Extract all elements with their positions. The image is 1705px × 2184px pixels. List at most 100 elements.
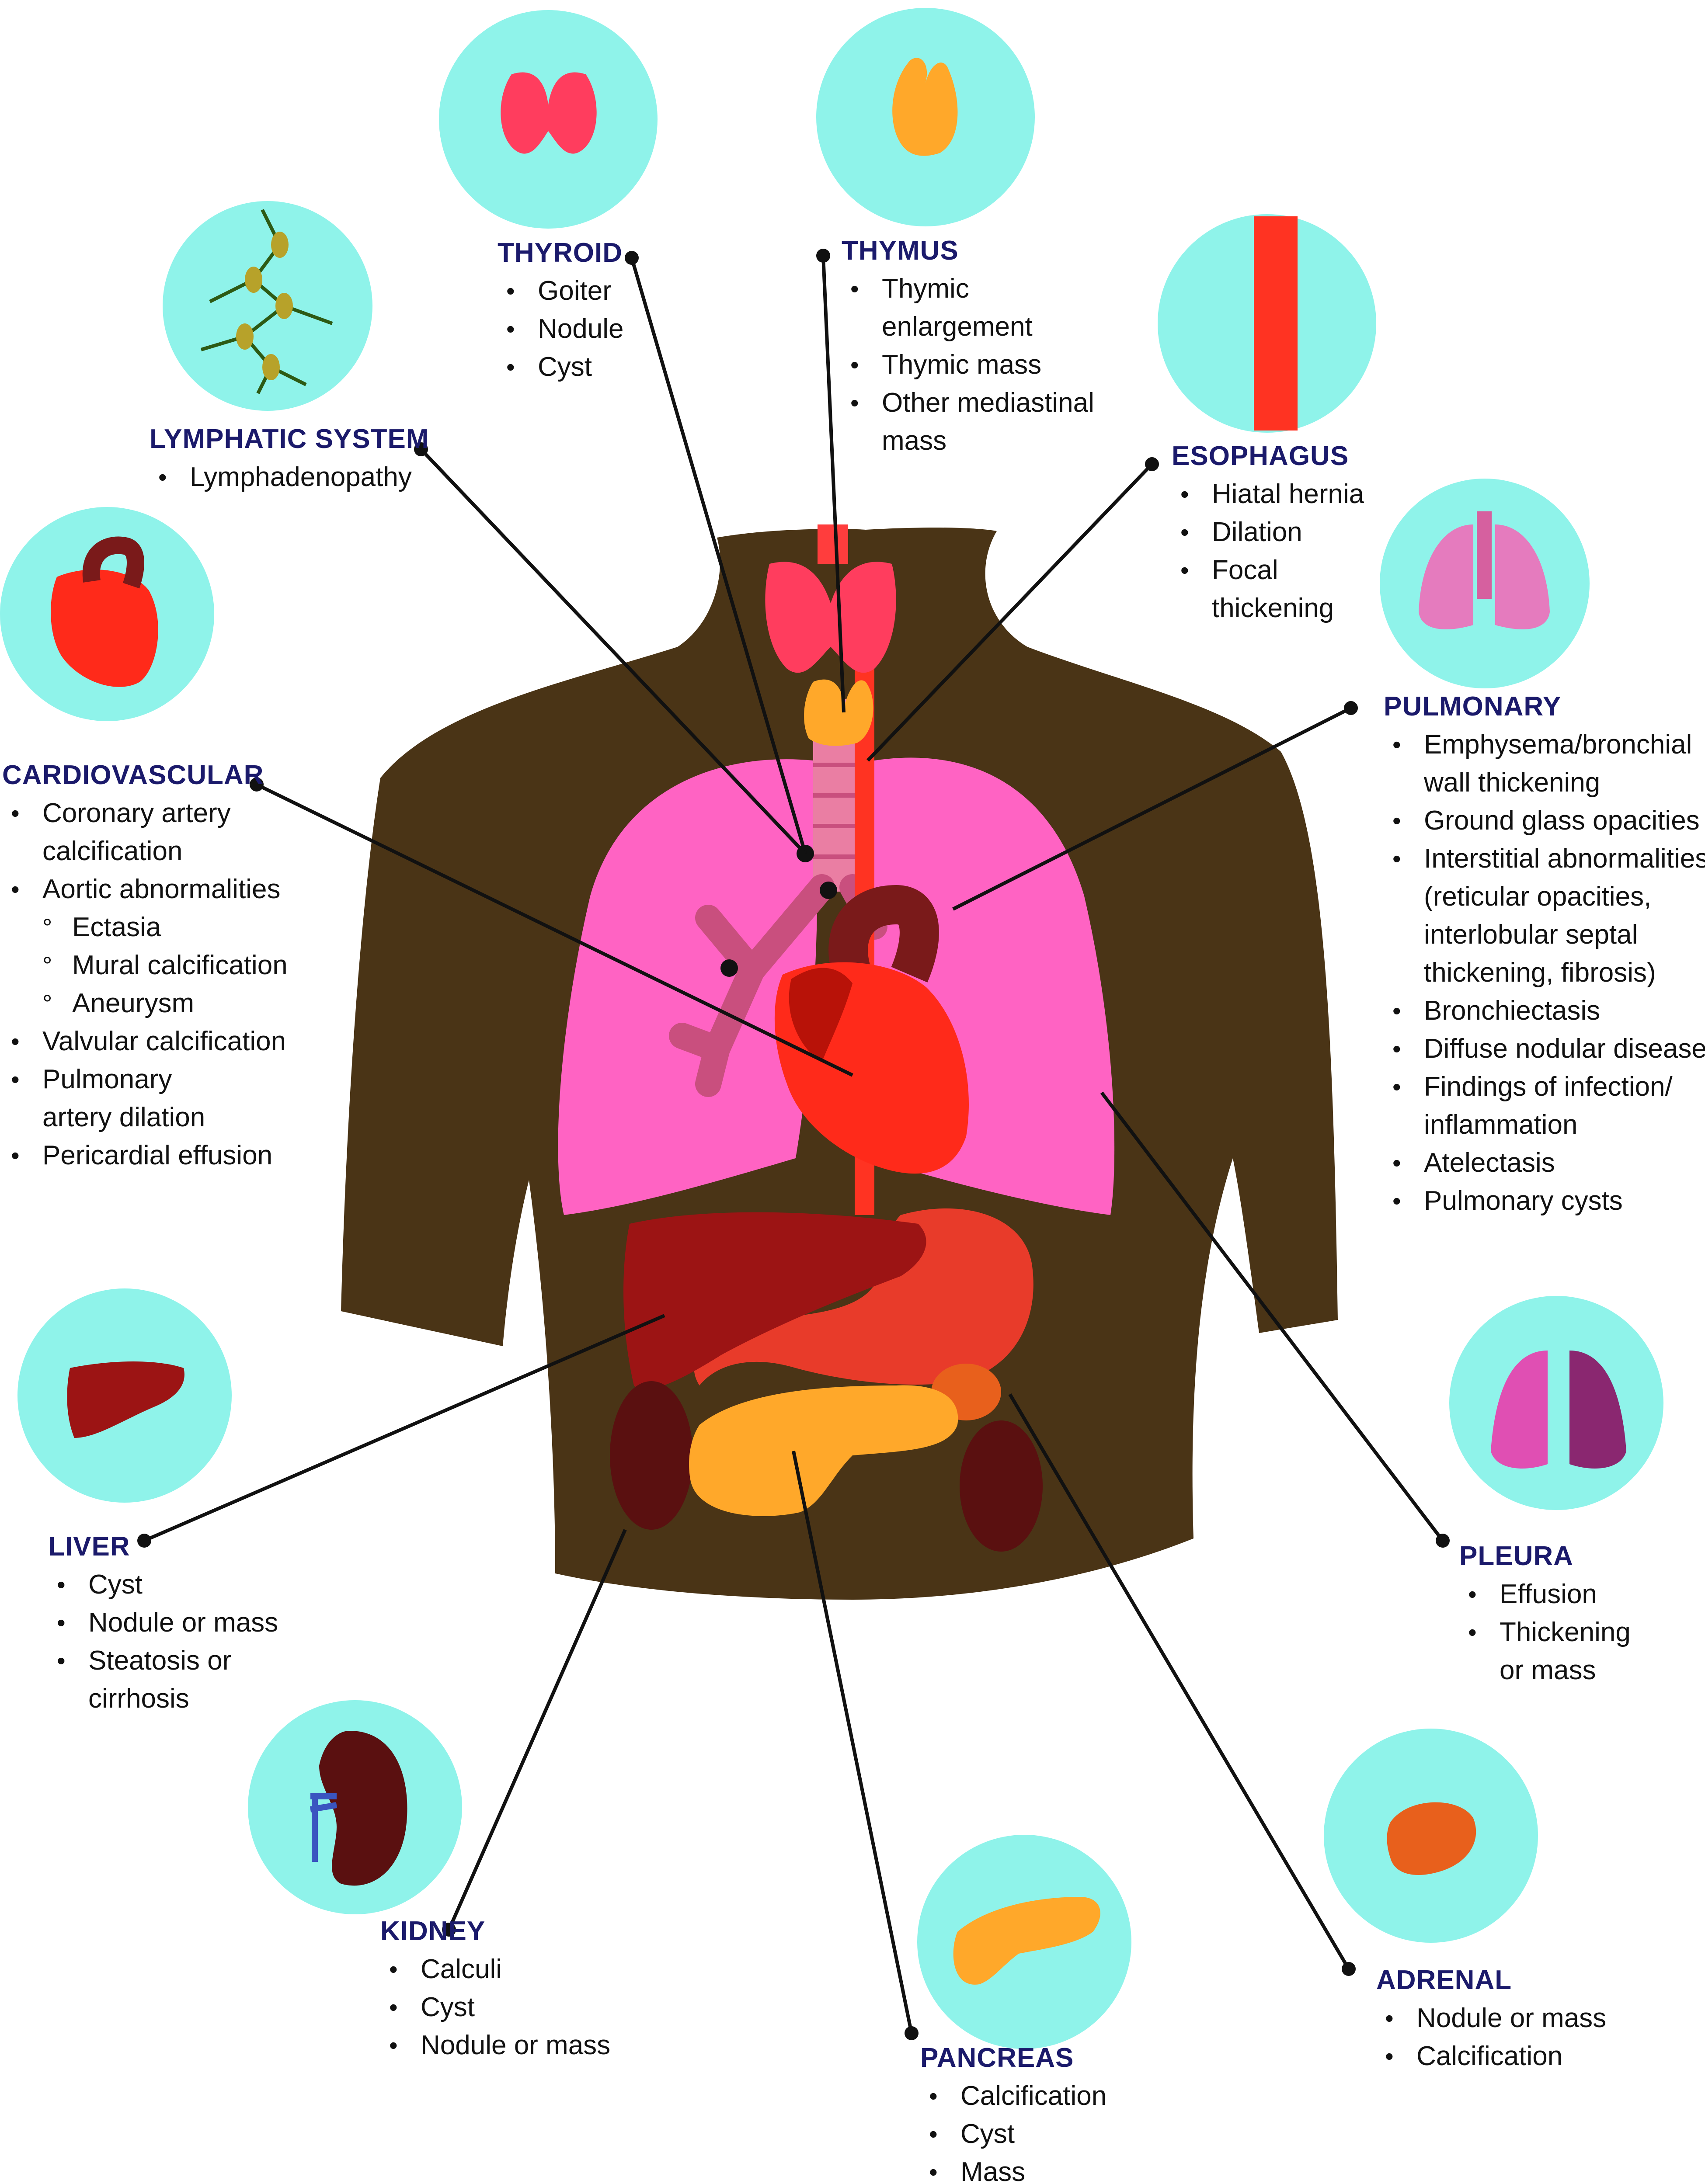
adrenal-title: ADRENAL [1376,1965,1512,1995]
sub-list-item: Aneurysm [2,984,288,1022]
list-item: Thymic [842,270,1094,308]
list-item: Diffuse nodular disease [1384,1030,1705,1068]
adrenal-label: ADRENAL Nodule or mass Calcification [1376,1963,1606,2075]
pleura-list: Effusion Thickening or mass [1459,1575,1631,1689]
pulmonary-title: PULMONARY [1384,691,1562,722]
pancreas-list: Calcification Cyst Mass [920,2077,1107,2184]
list-item-continuation: enlargement [882,312,1033,342]
stomach-shape [694,1208,1033,1385]
list-item: Nodule or mass [48,1604,278,1642]
liver-circle [17,1288,232,1503]
kidney-label: KIDNEY Calculi Cyst Nodule or mass [380,1914,610,2064]
kidney-title: KIDNEY [380,1916,486,1946]
list-item: Dilation [1172,513,1364,551]
esophagus-list: Hiatal hernia Dilation Focal thickening [1172,475,1364,627]
list-item-continuation: thickening, fibrosis) [1424,958,1656,988]
list-item: Findings of infection/ [1384,1068,1705,1106]
list-item: Other mediastinal [842,384,1094,422]
leader-lines [143,255,1444,2034]
kidney-list: Calculi Cyst Nodule or mass [380,1950,610,2064]
thyroid-title: THYROID [498,238,623,268]
list-item: Cyst [380,1988,610,2026]
list-item-continuation: mass [882,426,947,456]
pancreas-label: PANCREAS Calcification Cyst Mass [920,2041,1107,2184]
lymphatic-label: LYMPHATIC SYSTEM Lymphadenopathy [150,422,429,496]
list-item-continuation: inflammation [1424,1110,1578,1140]
liver-list: Cyst Nodule or mass Steatosis or cirrhos… [48,1566,278,1718]
list-item: Nodule or mass [1376,1999,1606,2037]
thyroid-list: Goiter Nodule Cyst [498,272,623,386]
pancreas-shape [689,1385,958,1516]
pulmonary-list: Emphysema/bronchial wall thickening Grou… [1384,726,1705,1220]
list-item: Pulmonary cysts [1384,1182,1705,1220]
heart-shadow [789,968,852,1062]
list-item: Thickening [1459,1613,1631,1651]
lymphatic-list: Lymphadenopathy [150,458,429,496]
list-item: Lymphadenopathy [150,458,429,496]
left-kidney-shape [960,1420,1043,1552]
list-item: Steatosis or [48,1642,278,1680]
pleura-title: PLEURA [1459,1541,1573,1571]
lymphatic-circle [163,201,372,411]
list-item-continuation: cirrhosis [88,1684,189,1714]
liver-shape [623,1212,926,1390]
list-item: Emphysema/bronchial [1384,726,1705,764]
list-item-continuation: calcification [42,836,183,866]
pulmonary-label: PULMONARY Emphysema/bronchial wall thick… [1384,690,1705,1220]
list-item: Coronary artery [2,794,288,832]
thymus-list: Thymic enlargement Thymic mass Other med… [842,270,1094,460]
list-item: Calcification [920,2077,1107,2115]
right-kidney-shape [610,1381,693,1530]
list-item: Hiatal hernia [1172,475,1364,513]
list-item: Atelectasis [1384,1144,1705,1182]
list-item: Aortic abnormalities [2,870,288,908]
thyroid-shape [765,562,896,673]
list-item: Calcification [1376,2037,1606,2075]
list-item: Cyst [48,1566,278,1604]
list-item-continuation: interlobular septal [1424,920,1638,950]
esophagus-title: ESOPHAGUS [1172,441,1349,471]
list-item: Nodule or mass [380,2026,610,2064]
larynx-shape [818,524,848,564]
thyroid-circle [439,10,658,229]
list-item: Ground glass opacities [1384,802,1705,840]
cardiovascular-circle [0,507,214,721]
thymus-shape [804,679,873,746]
cardiovascular-title: CARDIOVASCULAR [2,760,264,790]
adrenal-circle [1324,1729,1538,1943]
list-item-continuation: thickening [1212,593,1334,623]
list-item-continuation: wall thickening [1424,767,1601,798]
list-item: Pulmonary [2,1060,288,1098]
list-item: Cyst [920,2115,1107,2153]
sub-list-item: Mural calcification [2,946,288,984]
list-item-continuation: (reticular opacities, [1424,882,1652,912]
adrenal-list: Nodule or mass Calcification [1376,1999,1606,2075]
bronchi-shape [669,874,835,1097]
right-lung-shape [558,759,818,1215]
kidney-circle [248,1700,462,1914]
pancreas-circle [917,1835,1131,2049]
list-item: Thymic mass [842,346,1094,384]
esophagus-circle [1158,214,1376,433]
list-item: Goiter [498,272,623,310]
list-item-continuation: or mass [1500,1655,1596,1685]
list-item: Cyst [498,348,623,386]
list-item: Valvular calcification [2,1022,288,1060]
pancreas-title: PANCREAS [920,2043,1074,2073]
thymus-title: THYMUS [842,236,959,266]
cardiovascular-list: Coronary artery calcification Aortic abn… [2,794,288,1174]
liver-title: LIVER [48,1531,130,1562]
lymphatic-title: LYMPHATIC SYSTEM [150,424,429,454]
cardiovascular-label: CARDIOVASCULAR Coronary artery calcifica… [2,758,288,1174]
esophagus-label: ESOPHAGUS Hiatal hernia Dilation Focal t… [1172,439,1364,627]
thymus-label: THYMUS Thymic enlargement Thymic mass Ot… [842,234,1094,460]
list-item-continuation: artery dilation [42,1102,205,1132]
list-item: Effusion [1459,1575,1631,1613]
list-item: Focal [1172,551,1364,589]
list-item: Interstitial abnormalities [1384,840,1705,878]
leader-dots [137,249,1450,2040]
list-item: Calculi [380,1950,610,1988]
list-item: Bronchiectasis [1384,992,1705,1030]
list-item: Pericardial effusion [2,1136,288,1174]
